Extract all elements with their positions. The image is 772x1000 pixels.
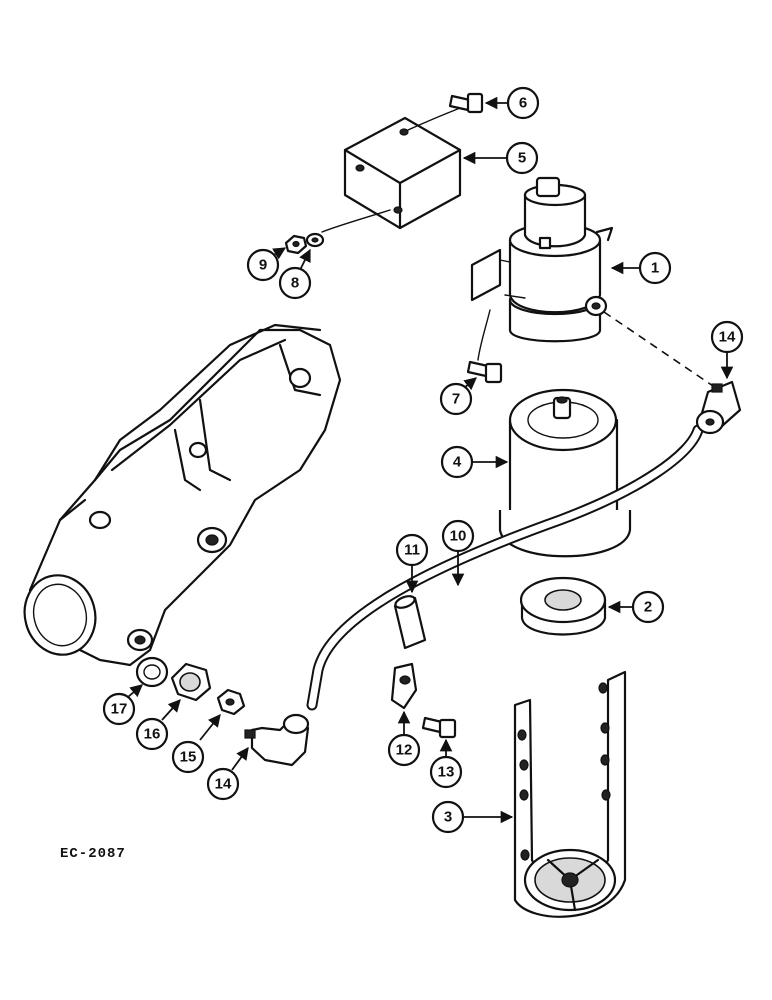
svg-text:17: 17 bbox=[111, 701, 128, 718]
svg-text:4: 4 bbox=[453, 454, 462, 471]
elbow-fitting-part-14-lower bbox=[244, 713, 310, 767]
bolt-part-6 bbox=[448, 92, 484, 114]
callout-17: 17 bbox=[102, 684, 143, 726]
svg-text:14: 14 bbox=[215, 776, 232, 793]
svg-text:5: 5 bbox=[518, 150, 526, 167]
svg-text:8: 8 bbox=[291, 275, 299, 292]
bolt-part-13 bbox=[421, 716, 457, 739]
drawing-code-label: EC-2087 bbox=[60, 846, 126, 862]
callout-10: 10 bbox=[441, 519, 475, 587]
bolt-part-7 bbox=[466, 309, 503, 384]
callout-4: 4 bbox=[440, 445, 509, 479]
svg-text:15: 15 bbox=[180, 749, 197, 766]
washer-part-17 bbox=[135, 656, 169, 688]
callout-3: 3 bbox=[431, 800, 514, 834]
filter-element-part-4 bbox=[498, 388, 632, 558]
grommet-part-2 bbox=[519, 576, 607, 636]
svg-text:13: 13 bbox=[438, 764, 455, 781]
svg-text:10: 10 bbox=[450, 528, 467, 545]
callout-8: 8 bbox=[278, 248, 312, 300]
nut-part-9 bbox=[284, 234, 308, 255]
callout-14-upper: 14 bbox=[710, 320, 744, 380]
bracket-part-5 bbox=[321, 107, 462, 233]
callout-16: 16 bbox=[135, 699, 181, 751]
svg-text:11: 11 bbox=[404, 542, 420, 559]
svg-text:2: 2 bbox=[644, 599, 652, 616]
svg-text:1: 1 bbox=[651, 260, 659, 277]
callout-14-lower: 14 bbox=[206, 746, 249, 801]
svg-text:12: 12 bbox=[396, 742, 413, 759]
callout-1: 1 bbox=[610, 251, 672, 285]
elbow-fitting-part-14-upper bbox=[695, 380, 742, 435]
mounting-strap-part-3 bbox=[513, 670, 627, 918]
callout-9: 9 bbox=[246, 247, 287, 282]
clip-part-12 bbox=[390, 662, 418, 710]
callout-15: 15 bbox=[171, 714, 221, 774]
adapter-part-15 bbox=[216, 688, 246, 716]
callout-6: 6 bbox=[484, 86, 540, 120]
assembly-dashed-line bbox=[603, 311, 717, 389]
filter-head-part-1 bbox=[470, 176, 614, 343]
callout-13: 13 bbox=[429, 738, 463, 789]
svg-text:3: 3 bbox=[444, 809, 452, 826]
svg-text:6: 6 bbox=[519, 95, 527, 112]
callout-2: 2 bbox=[607, 590, 665, 624]
plug-part-16 bbox=[170, 662, 212, 702]
svg-text:9: 9 bbox=[259, 257, 267, 274]
callout-12: 12 bbox=[387, 710, 421, 767]
svg-text:16: 16 bbox=[144, 726, 161, 743]
callout-7: 7 bbox=[439, 377, 477, 416]
callout-5: 5 bbox=[462, 141, 539, 175]
svg-text:7: 7 bbox=[452, 391, 460, 408]
pipe-part-10 bbox=[306, 424, 704, 711]
housing-casting bbox=[23, 323, 342, 667]
washer-part-8 bbox=[305, 232, 325, 248]
svg-text:14: 14 bbox=[719, 329, 736, 346]
sleeve-part-11 bbox=[393, 595, 427, 650]
callout-11: 11 bbox=[395, 533, 429, 594]
